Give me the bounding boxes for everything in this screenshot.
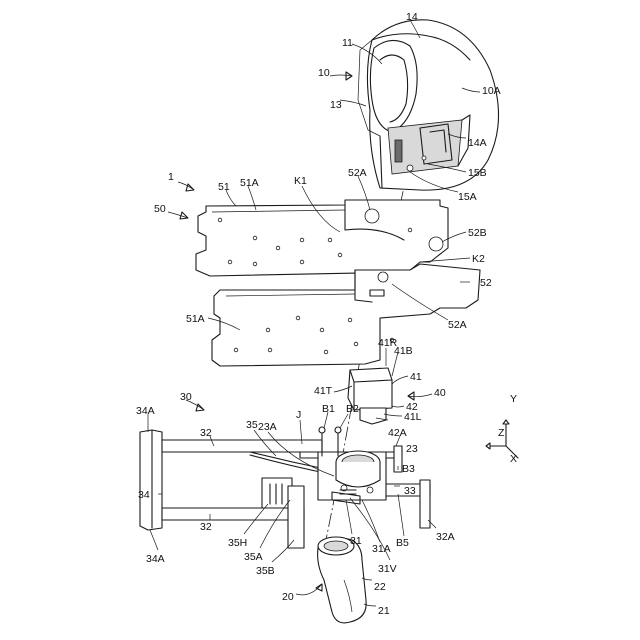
label-21: 21 [378,605,390,617]
spacer-block-41 [348,368,392,424]
bowl-unit-10 [358,20,499,190]
support-plate-51-upper [196,200,448,276]
label-42A: 42A [388,427,407,439]
label-B1: B1 [322,403,335,415]
elbow-pipe-20 [318,537,367,623]
label-41: 41 [410,371,422,383]
label-11: 11 [342,37,353,49]
label-31V: 31V [378,563,397,575]
label-20: 20 [282,591,294,603]
label-31A: 31A [372,543,391,555]
label-50: 50 [154,203,166,215]
label-52: 52 [480,277,492,289]
axis-label-Y: Y [510,393,517,405]
label-31: 31 [350,535,362,547]
label-14: 14 [406,11,418,23]
label-51: 51 [218,181,230,193]
label-10A: 10A [482,85,501,97]
label-30: 30 [180,391,192,403]
label-J: J [296,409,301,421]
label-B3: B3 [402,463,415,475]
label-15A: 15A [458,191,477,203]
label-41B: 41B [394,345,413,357]
label-41L: 41L [404,411,422,423]
label-52A-bot: 52A [448,319,467,331]
label-35H: 35H [228,537,247,549]
label-35A: 35A [244,551,263,563]
label-14A: 14A [468,137,487,149]
axis-label-Z: Z [498,427,505,439]
label-51A-top: 51A [240,177,259,189]
label-52A-top: 52A [348,167,367,179]
label-13: 13 [330,99,342,111]
label-K1: K1 [294,175,307,187]
label-32-top: 32 [200,427,212,439]
label-22: 22 [374,581,386,593]
label-34: 34 [138,489,150,501]
label-35: 35 [246,419,258,431]
label-23: 23 [406,443,418,455]
label-32-bot: 32 [200,521,212,533]
label-51A-bot: 51A [186,313,205,325]
label-10: 10 [318,67,330,79]
label-23A: 23A [258,421,277,433]
label-B5: B5 [396,537,409,549]
label-B2: B2 [346,403,359,415]
label-15B: 15B [468,167,487,179]
label-52B: 52B [468,227,487,239]
label-32A: 32A [436,531,455,543]
label-1: 1 [168,171,174,183]
flange-31 [318,451,386,504]
label-34A-top: 34A [136,405,155,417]
label-40: 40 [434,387,446,399]
label-33: 33 [404,485,416,497]
label-35B: 35B [256,565,275,577]
label-34A-bot: 34A [146,553,165,565]
label-41T: 41T [314,385,333,397]
axis-label-X: X [510,453,517,465]
label-K2: K2 [472,253,485,265]
